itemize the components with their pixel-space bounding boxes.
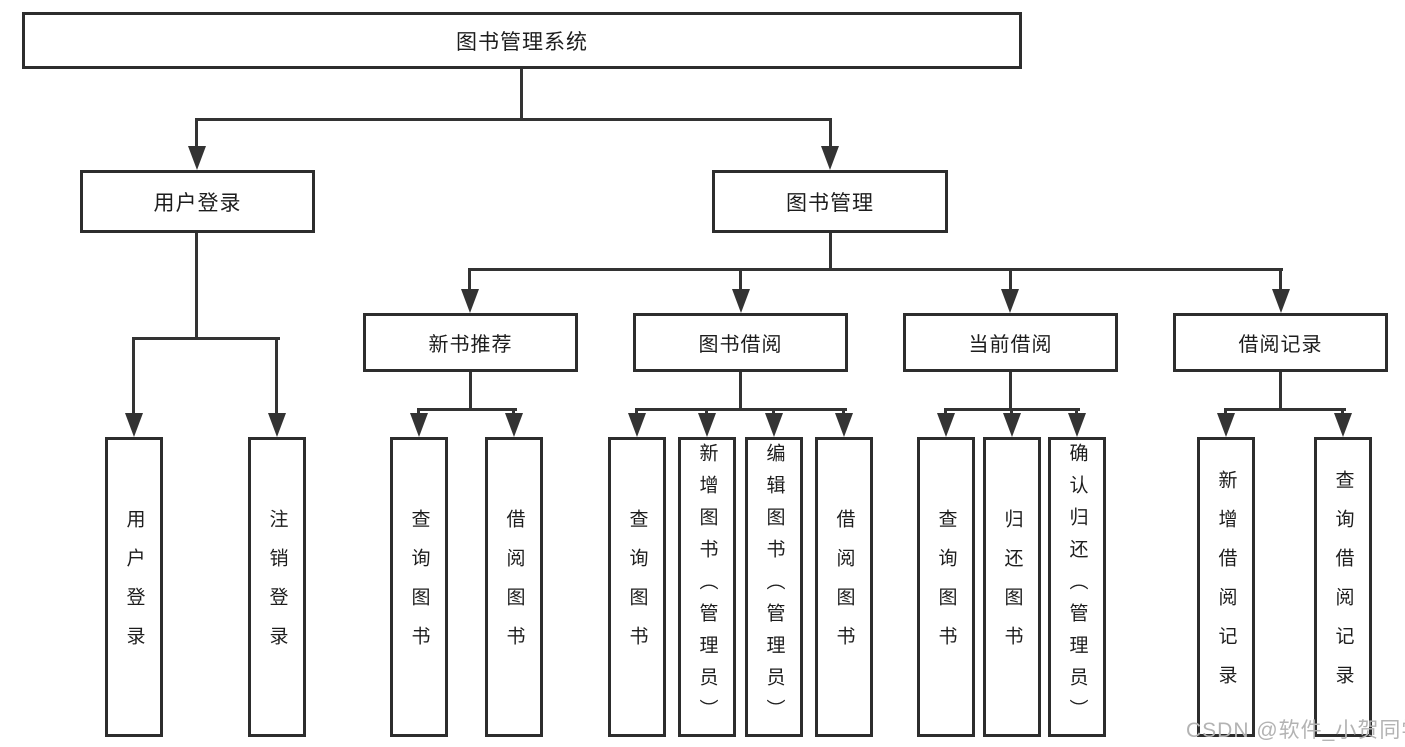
connector-stem-book-mgmt	[829, 118, 832, 150]
arrowhead-book-mgmt	[821, 146, 839, 170]
connector-g3-stem3	[772, 408, 775, 417]
arrowhead-g2-2	[505, 413, 523, 437]
connector-g3-stem1	[635, 408, 638, 417]
arrowhead-g4-1	[937, 413, 955, 437]
connector-g4-stem3	[1075, 408, 1078, 417]
connector-stem-login	[132, 337, 135, 415]
connector-g5-stem2	[1341, 408, 1344, 417]
arrowhead-g3-4	[835, 413, 853, 437]
node-label: 新增借阅记录	[1215, 470, 1237, 704]
connector-bookmgmt-vline	[829, 233, 832, 271]
node-label: 归还图书	[1001, 509, 1023, 665]
node-label: 查询图书	[408, 509, 430, 665]
connector-g2-vline	[469, 372, 472, 411]
arrowhead-g4-3	[1068, 413, 1086, 437]
connector-g2-stem2	[512, 408, 515, 417]
node-label: 查询借阅记录	[1332, 470, 1354, 704]
node-current-borrowing: 当前借阅	[903, 313, 1118, 372]
connector-g3-hline	[635, 408, 847, 411]
csdn-watermark: CSDN @软件_小贺同学	[1186, 719, 1405, 742]
node-label: 用户登录	[123, 509, 145, 665]
connector-g3-stem2	[705, 408, 708, 417]
node-label: 新书推荐	[428, 334, 513, 356]
arrowhead-user-login	[188, 146, 206, 170]
node-logout: 注销登录	[248, 437, 306, 737]
node-query-books-borrowing: 查询图书	[608, 437, 666, 737]
connector-stem-currentborrow	[1009, 268, 1012, 292]
node-add-books-admin: 新增图书（管理员）	[678, 437, 736, 737]
arrowhead-g4-2	[1003, 413, 1021, 437]
node-label: 编辑图书（管理员）	[763, 443, 785, 731]
arrowhead-g3-1	[628, 413, 646, 437]
connector-userlogin-vline	[195, 233, 198, 340]
node-label: 借阅图书	[833, 509, 855, 665]
connector-stem-bookborrow	[739, 268, 742, 292]
arrowhead-login	[125, 413, 143, 437]
node-book-borrowing: 图书借阅	[633, 313, 848, 372]
node-borrow-books: 借阅图书	[815, 437, 873, 737]
arrowhead-g3-3	[765, 413, 783, 437]
node-borrowing-records: 借阅记录	[1173, 313, 1388, 372]
arrowhead-currentborrow	[1001, 289, 1019, 313]
arrowhead-newbook	[461, 289, 479, 313]
node-label: 图书管理系统	[456, 30, 588, 54]
connector-userlogin-hline	[132, 337, 280, 340]
node-return-books: 归还图书	[983, 437, 1041, 737]
node-book-management: 图书管理	[712, 170, 948, 233]
node-label: 图书借阅	[698, 334, 783, 356]
connector-g2-stem1	[417, 408, 420, 417]
node-borrow-books-recommend: 借阅图书	[485, 437, 543, 737]
connector-g4-stem2	[1010, 408, 1013, 417]
connector-g4-vline	[1009, 372, 1012, 411]
node-user-login: 用户登录	[80, 170, 315, 233]
arrowhead-logout	[268, 413, 286, 437]
node-label: 借阅记录	[1238, 334, 1323, 356]
connector-stem-logout	[275, 337, 278, 415]
arrowhead-bookborrow	[732, 289, 750, 313]
arrowhead-g2-1	[410, 413, 428, 437]
node-label: 新增图书（管理员）	[696, 443, 718, 731]
connector-stem-user-login	[195, 118, 198, 150]
node-new-book-recommend: 新书推荐	[363, 313, 578, 372]
connector-g3-stem4	[842, 408, 845, 417]
connector-g4-stem1	[944, 408, 947, 417]
arrowhead-g5-2	[1334, 413, 1352, 437]
connector-g2-hline	[417, 408, 517, 411]
node-label: 当前借阅	[968, 334, 1053, 356]
connector-stem-borrowrecord	[1279, 268, 1282, 292]
connector-bookmgmt-hline	[468, 268, 1283, 271]
arrowhead-g3-2	[698, 413, 716, 437]
connector-g5-vline	[1279, 372, 1282, 411]
connector-g5-stem1	[1224, 408, 1227, 417]
node-user-login-action: 用户登录	[105, 437, 163, 737]
node-library-management-system: 图书管理系统	[22, 12, 1022, 69]
arrowhead-g5-1	[1217, 413, 1235, 437]
connector-root-hline	[195, 118, 832, 121]
connector-g3-vline	[739, 372, 742, 411]
node-query-borrow-record: 查询借阅记录	[1314, 437, 1372, 737]
node-label: 注销登录	[266, 509, 288, 665]
connector-root-vline	[520, 69, 523, 118]
node-add-borrow-record: 新增借阅记录	[1197, 437, 1255, 737]
node-label: 查询图书	[935, 509, 957, 665]
connector-stem-newbook	[468, 268, 471, 292]
node-label: 查询图书	[626, 509, 648, 665]
node-query-books-current: 查询图书	[917, 437, 975, 737]
arrowhead-borrowrecord	[1272, 289, 1290, 313]
node-label: 图书管理	[786, 191, 874, 215]
node-label: 确认归还（管理员）	[1066, 443, 1088, 731]
node-label: 借阅图书	[503, 509, 525, 665]
node-edit-books-admin: 编辑图书（管理员）	[745, 437, 803, 737]
connector-g5-hline	[1224, 408, 1346, 411]
node-confirm-return-admin: 确认归还（管理员）	[1048, 437, 1106, 737]
node-query-books-recommend: 查询图书	[390, 437, 448, 737]
node-label: 用户登录	[153, 191, 242, 215]
